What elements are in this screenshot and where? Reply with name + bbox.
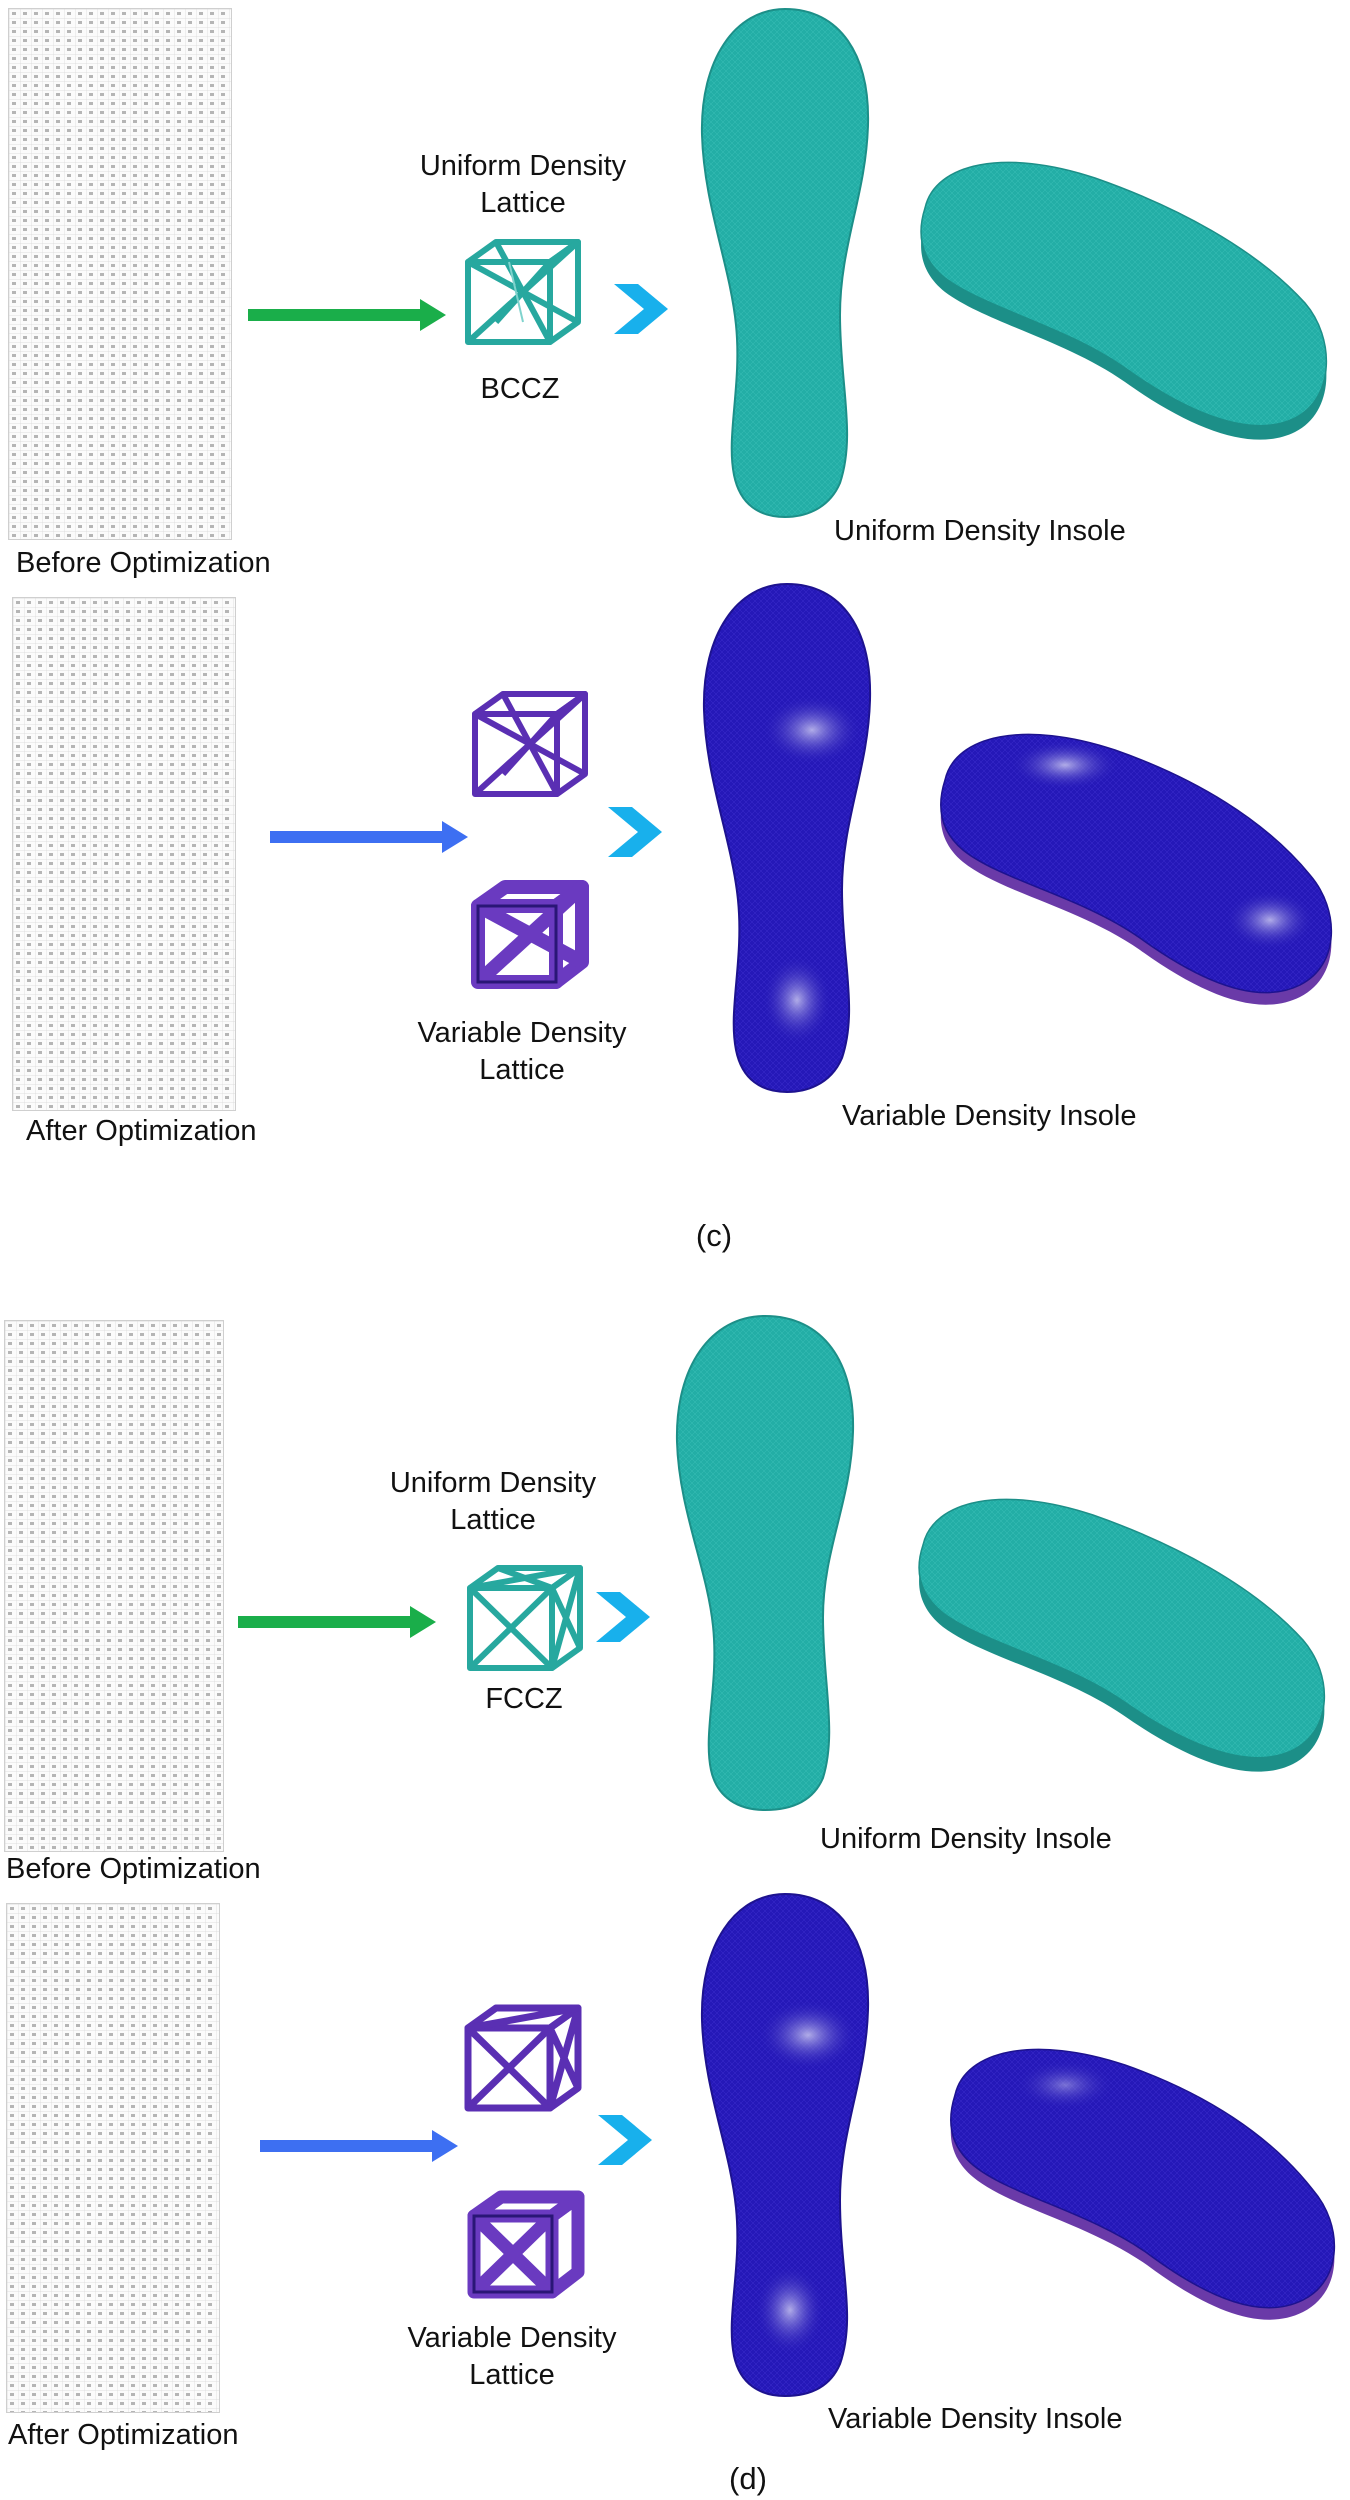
lattice-title-uniform-c: Uniform Density Lattice	[419, 150, 627, 219]
variable-lattice-cube-thick-icon-c	[471, 880, 589, 989]
chevron-icon-c-uniform	[614, 284, 668, 334]
chevron-icon-c-variable	[608, 807, 662, 857]
uniform-insole-iso-view-d	[918, 1498, 1326, 1772]
variable-lattice-cube-thin-icon-d	[464, 2004, 582, 2112]
matrix-label-after-d: After Optimization	[8, 2419, 239, 2451]
uniform-insole-iso-view-c	[920, 161, 1328, 440]
uniform-insole-top-view-c	[700, 7, 870, 519]
variable-lattice-cube-thin-icon-c	[472, 691, 588, 797]
variable-insole-top-view-d	[700, 1892, 870, 2398]
insole-label-uniform-d: Uniform Density Insole	[820, 1823, 1112, 1855]
blue-arrow-c	[270, 821, 468, 853]
lattice-title-variable-d: Variable Density Lattice	[407, 2322, 617, 2391]
insole-label-variable-c: Variable Density Insole	[842, 1100, 1137, 1132]
fccz-lattice-cube-icon	[467, 1565, 583, 1671]
uniform-insole-top-view-d	[675, 1314, 855, 1812]
variable-insole-top-view-c	[702, 582, 872, 1094]
green-arrow-c	[248, 299, 446, 331]
variable-lattice-cube-thick-icon-d	[467, 2190, 585, 2299]
density-matrix-after-d	[6, 1903, 220, 2413]
bccz-lattice-cube-icon	[465, 239, 581, 345]
insole-label-variable-d: Variable Density Insole	[828, 2403, 1123, 2435]
density-matrix-after-c	[12, 597, 236, 1111]
green-arrow-d	[238, 1606, 436, 1638]
variable-insole-iso-view-d	[950, 2048, 1336, 2320]
blue-arrow-d	[260, 2130, 458, 2162]
lattice-name-bccz: BCCZ	[480, 373, 560, 405]
lattice-name-fccz: FCCZ	[485, 1683, 563, 1715]
panel-caption-d: (d)	[729, 2461, 767, 2496]
chevron-icon-d-variable	[598, 2115, 652, 2165]
chevron-icon-d-uniform	[596, 1592, 650, 1642]
variable-insole-iso-view-c	[940, 733, 1333, 1005]
matrix-label-before-c: Before Optimization	[16, 547, 271, 579]
matrix-label-before-d: Before Optimization	[6, 1853, 261, 1885]
density-matrix-before-c	[8, 8, 232, 540]
lattice-title-uniform-d: Uniform Density Lattice	[389, 1467, 597, 1536]
lattice-title-variable-c: Variable Density Lattice	[417, 1017, 627, 1086]
panel-caption-c: (c)	[695, 1218, 733, 1253]
insole-label-uniform-c: Uniform Density Insole	[834, 515, 1126, 547]
density-matrix-before-d	[4, 1320, 224, 1852]
matrix-label-after-c: After Optimization	[26, 1115, 257, 1147]
